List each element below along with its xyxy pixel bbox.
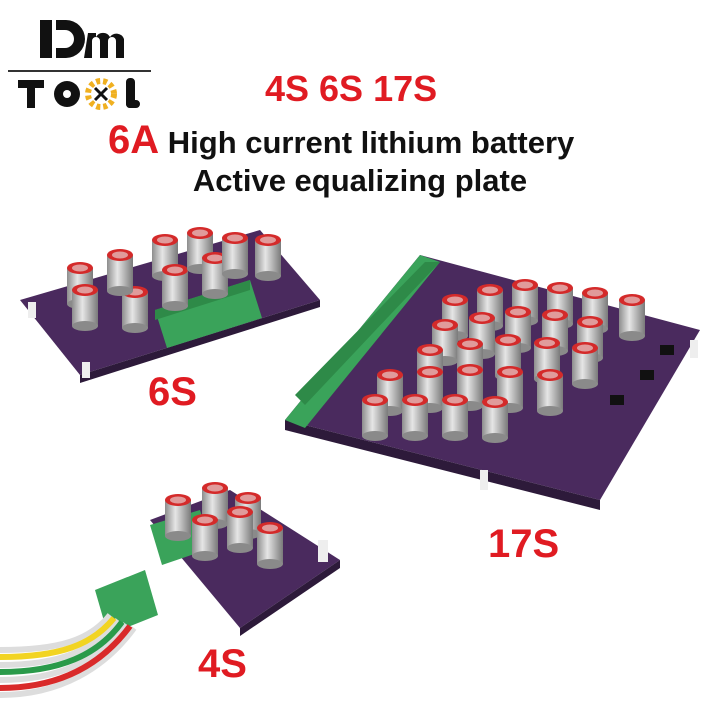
board-17s [285, 255, 700, 510]
logo [8, 20, 151, 110]
headline-text: High current lithium battery [167, 125, 575, 160]
label-4s: 4S [198, 642, 247, 686]
subheadline: Active equalizing plate [192, 163, 528, 198]
label-6s: 6S [148, 370, 197, 414]
current-rating: 6A [108, 118, 160, 162]
board-4s [0, 482, 340, 698]
board-6s [20, 227, 320, 383]
variant-list: 4S 6S 17S [265, 68, 438, 109]
headline: 6A High current lithium battery [108, 118, 574, 163]
label-17s: 17S [488, 522, 560, 566]
